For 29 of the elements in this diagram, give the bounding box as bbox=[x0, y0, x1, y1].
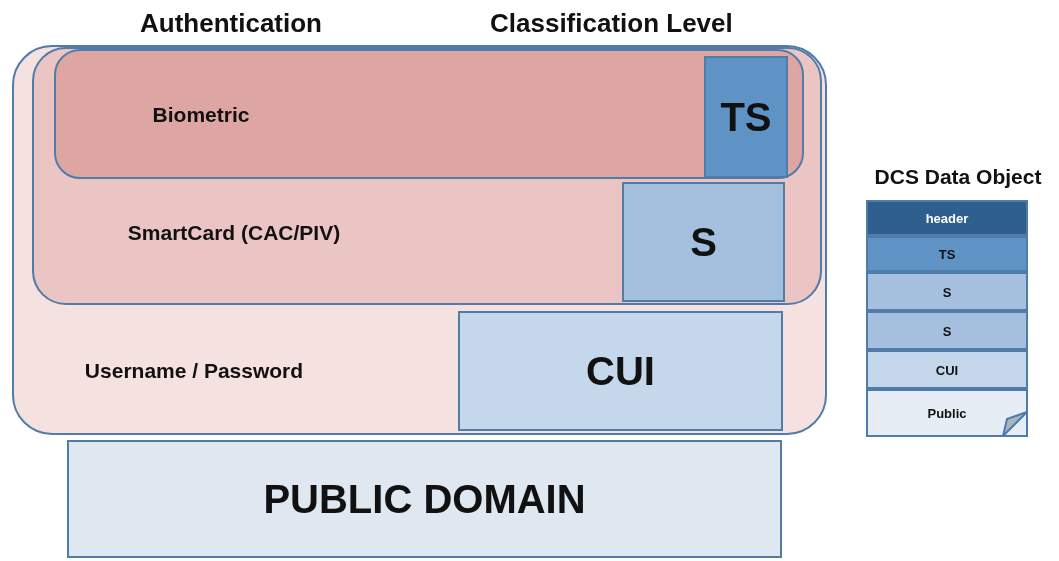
classification-label: CUI bbox=[585, 348, 656, 394]
auth-label: Username / Password bbox=[83, 359, 305, 383]
public-band bbox=[866, 389, 1028, 437]
classification-band bbox=[866, 236, 1028, 272]
classification-box bbox=[458, 311, 783, 431]
column-heading: Classification Level bbox=[490, 8, 733, 39]
band-label: Public bbox=[926, 405, 968, 421]
classification-band bbox=[866, 311, 1028, 350]
classification-box bbox=[622, 182, 785, 302]
band-label: S bbox=[941, 323, 953, 338]
auth-label: SmartCard (CAC/PIV) bbox=[126, 221, 342, 245]
auth-level-box bbox=[54, 49, 804, 179]
auth-level-box bbox=[12, 45, 827, 435]
document-title: DCS Data Object bbox=[873, 165, 1043, 189]
header-band bbox=[866, 200, 1028, 236]
band-label: header bbox=[924, 210, 970, 226]
classification-label: TS bbox=[719, 94, 773, 140]
classification-box bbox=[704, 56, 788, 178]
band-label: S bbox=[941, 284, 953, 299]
classification-label: S bbox=[689, 219, 718, 265]
public-domain-box bbox=[67, 440, 782, 558]
column-heading: Authentication bbox=[140, 8, 322, 39]
classification-band bbox=[866, 350, 1028, 389]
band-label: CUI bbox=[934, 362, 960, 377]
domain-label: PUBLIC DOMAIN bbox=[262, 476, 587, 522]
auth-label: Biometric bbox=[151, 103, 251, 127]
auth-level-box bbox=[32, 47, 822, 305]
band-label: TS bbox=[937, 246, 957, 262]
classification-band bbox=[866, 272, 1028, 311]
